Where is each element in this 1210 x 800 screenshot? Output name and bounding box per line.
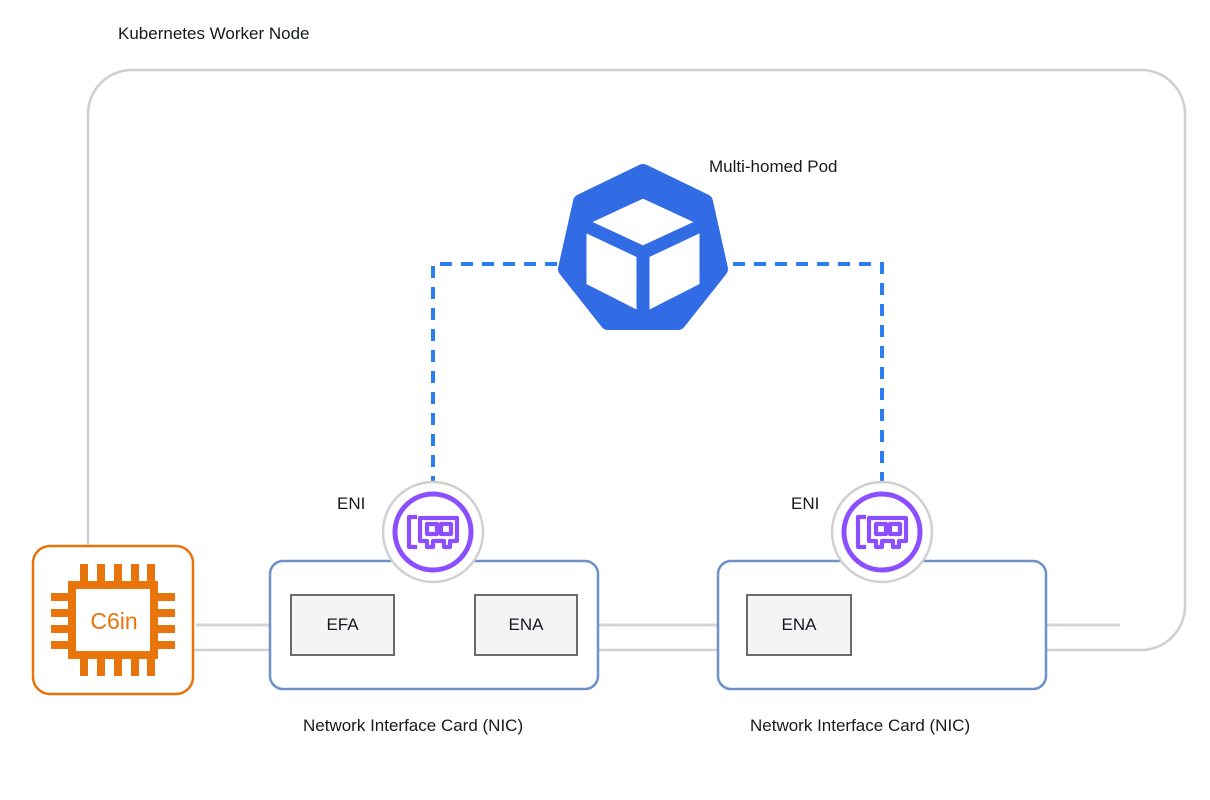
adapter-box-efa[interactable]: EFA (290, 594, 395, 656)
eni-badge-right[interactable] (830, 480, 934, 584)
cpu-chip-icon (51, 564, 175, 676)
pod-label: Multi-homed Pod (709, 157, 838, 176)
eni-label-right: ENI (791, 494, 820, 513)
eni-label-left: ENI (337, 494, 366, 513)
pod-to-eni-left-connector (431, 262, 578, 488)
nic-label-left: Network Interface Card (NIC) (303, 716, 524, 735)
adapter-box-ena-right[interactable]: ENA (746, 594, 852, 656)
c6in-instance[interactable] (31, 544, 195, 696)
worker-node-title: Kubernetes Worker Node (118, 24, 310, 43)
nic-label-right: Network Interface Card (NIC) (750, 716, 971, 735)
c6in-label: C6in (90, 608, 138, 634)
eni-badge-left[interactable] (381, 480, 485, 584)
kubernetes-logo (558, 164, 728, 330)
network-interface-card-icon (855, 514, 909, 550)
pod-to-eni-right-connector (712, 262, 884, 488)
adapter-box-ena-left[interactable]: ENA (474, 594, 578, 656)
network-interface-card-icon (406, 514, 460, 550)
worker-node-boundary (86, 68, 1187, 652)
